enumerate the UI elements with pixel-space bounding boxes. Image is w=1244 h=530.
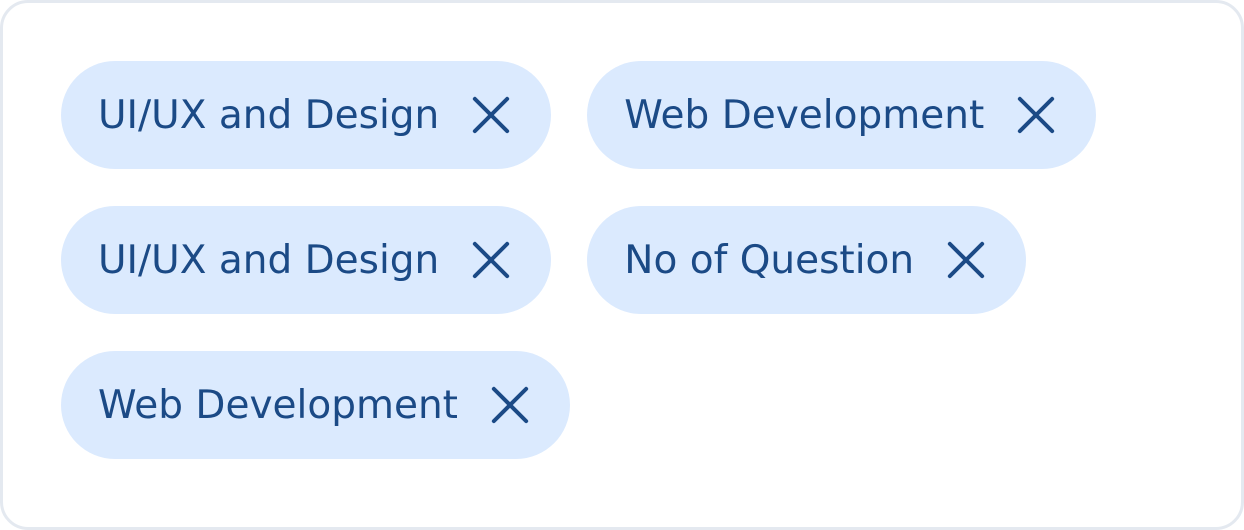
chip[interactable]: No of Question xyxy=(587,206,1027,314)
chip-label: Web Development xyxy=(624,92,985,138)
close-icon[interactable] xyxy=(1016,95,1056,135)
chip[interactable]: Web Development xyxy=(587,61,1097,169)
chip[interactable]: Web Development xyxy=(61,351,570,459)
chip[interactable]: UI/UX and Design xyxy=(61,61,552,169)
chip-label: No of Question xyxy=(624,237,915,283)
chip-label: Web Development xyxy=(98,382,458,428)
chip-label: UI/UX and Design xyxy=(98,237,440,283)
close-icon[interactable] xyxy=(490,385,530,425)
chip[interactable]: UI/UX and Design xyxy=(61,206,552,314)
chip-list: UI/UX and Design Web Development UI/UX a… xyxy=(61,61,1191,459)
close-icon[interactable] xyxy=(471,95,511,135)
close-icon[interactable] xyxy=(946,240,986,280)
close-icon[interactable] xyxy=(471,240,511,280)
chip-label: UI/UX and Design xyxy=(98,92,440,138)
